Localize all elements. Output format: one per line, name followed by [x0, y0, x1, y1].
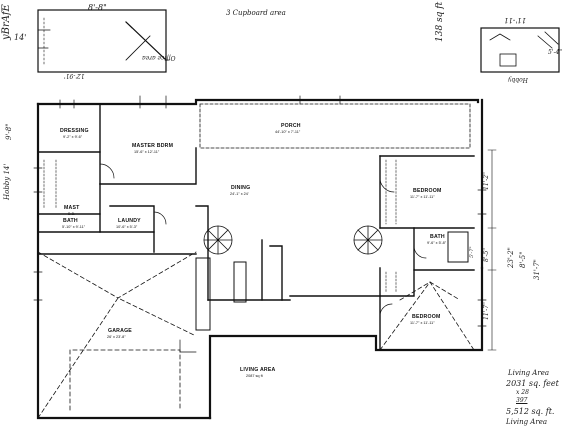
hand-right-side-c: 11'-7" [483, 302, 490, 320]
hand-area-note-5: 5,512 sq. ft. [506, 407, 555, 416]
room-bedroom-2-dim: 11'-7" x 11'-11" [410, 321, 435, 325]
room-garage-dim: 26' x 23'-8" [107, 335, 126, 339]
hand-right-dim-side: 5'-4" [548, 49, 563, 56]
hand-top-height: 14' [14, 33, 27, 42]
room-garage-label: GARAGE [108, 328, 132, 334]
room-dressing-label: DRESSING [60, 128, 89, 134]
office-sketch [37, 9, 167, 73]
room-bedroom-2-label: BEDROOM [412, 314, 441, 320]
hand-corner-note: yBrAfE [1, 4, 12, 40]
interior-walls [37, 103, 475, 351]
hand-right-total-2: 8'-5" [519, 251, 527, 268]
porch-outline [199, 103, 471, 149]
room-bath-left-dim: 5'-10" x 9'-11" [62, 225, 86, 229]
hand-area-note-4: 397 [516, 397, 528, 404]
living-area-dim: 2087 sq ft [246, 374, 263, 378]
hand-left-side-dim: 9'-8" [5, 123, 13, 140]
hand-area-note-6: Living Area [506, 418, 548, 426]
closet-shelves [43, 159, 397, 293]
hand-right-bottom: Hobby [508, 76, 528, 83]
hand-right-side-b: 8'-5" [483, 247, 490, 262]
hand-bath-side-mark: 5'-7" [469, 246, 475, 258]
room-master-bath-dim: B.B. [68, 212, 76, 216]
room-bedroom-1-dim: 11'-7" x 11'-11" [410, 195, 435, 199]
room-porch-dim: 44'-10" x 7'-11" [275, 130, 301, 134]
hand-left-side-note: Hobby 14' [3, 163, 11, 200]
hand-right-total-1: 23'-2" [507, 247, 515, 268]
hand-right-total-3: 31'-7" [533, 259, 541, 280]
hand-right-dim-top: 11'-11 [504, 16, 527, 24]
hand-right-sqft: 138 sq ft [435, 1, 445, 42]
hand-office-label: Office area [142, 54, 176, 61]
hand-area-note-2: 2031 sq. feet [506, 379, 559, 388]
room-laundry-label: LAUNDY [118, 218, 141, 224]
room-dining-label: DINING [231, 185, 251, 191]
kitchen-island [195, 231, 469, 331]
hand-top-width: 8'-8" [88, 3, 107, 12]
hand-area-note-3: x 28 [516, 389, 529, 396]
hand-office-dim: 12'-91' [64, 72, 85, 79]
hand-area-note-1: Living Area [508, 369, 550, 377]
room-porch-label: PORCH [281, 123, 301, 129]
room-master-bath-label: MAST [64, 205, 80, 211]
room-bath-right-dim: 9'-6" x 5'-8" [427, 241, 447, 245]
room-bedroom-1-label: BEDROOM [413, 188, 442, 194]
room-bath-right-label: BATH [430, 234, 445, 240]
spiral-stair [203, 225, 383, 255]
windows [33, 95, 487, 327]
living-area-label: LIVING AREA [240, 367, 276, 373]
room-laundry-dim: 10'-6" x 5'-3" [116, 225, 138, 229]
room-master-bdrm-dim: 15'-6" x 12'-11" [134, 150, 160, 154]
bedroom-roof-lines [379, 281, 475, 351]
dimension-ticks [487, 149, 497, 351]
room-dressing-dim: 9'-2" x 9'-6" [63, 135, 83, 139]
hand-right-side-a: 11'-2" [483, 172, 490, 190]
room-dining-dim: 24'-1" x 24' [230, 192, 249, 196]
room-master-bdrm-label: MASTER BDRM [132, 143, 174, 149]
room-bath-left-label: BATH [63, 218, 78, 224]
garage-roof-lines [37, 251, 197, 419]
hobby-sketch [480, 27, 560, 73]
door-swings [99, 163, 427, 353]
hand-top-note: 3 Cupboard area [226, 9, 286, 17]
